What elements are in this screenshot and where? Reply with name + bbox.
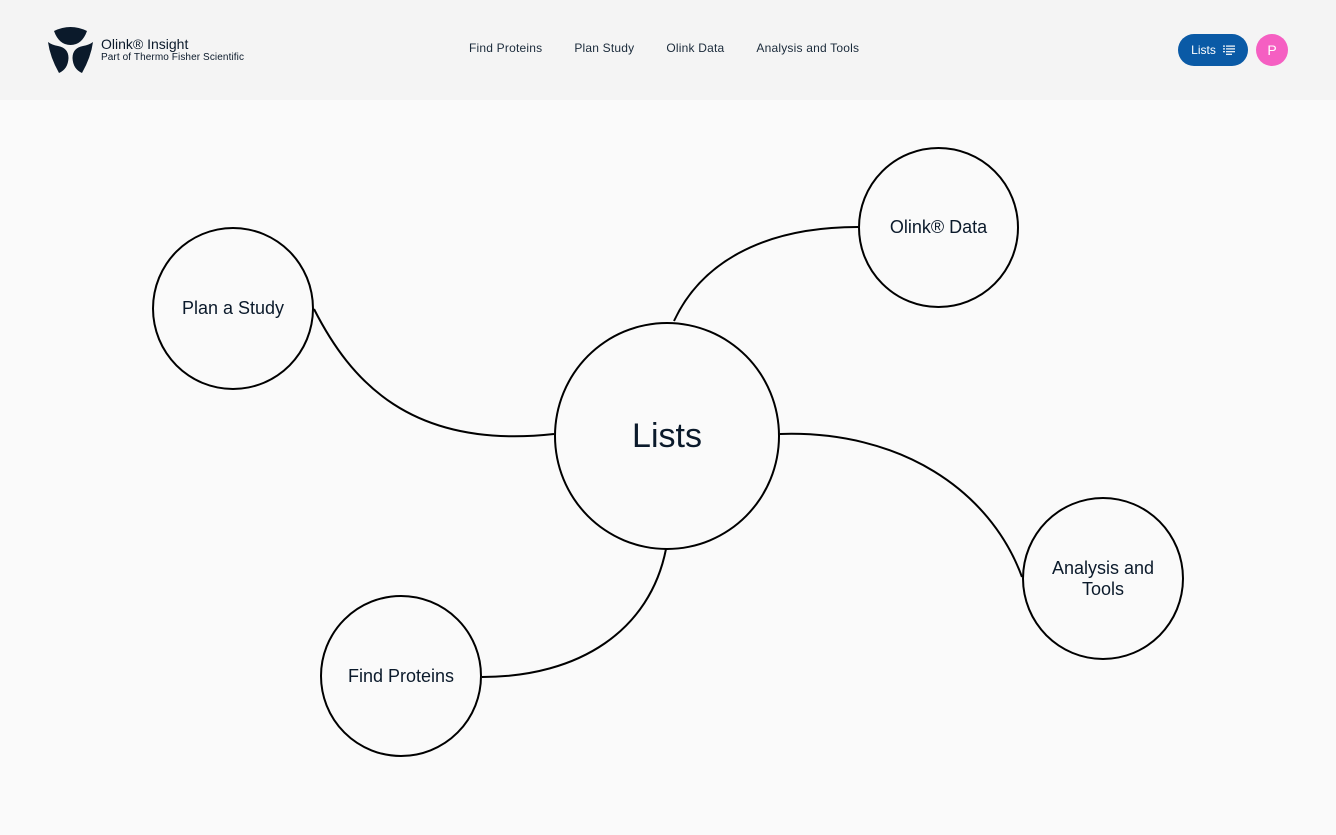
lists-button[interactable]: Lists xyxy=(1178,34,1248,66)
lists-button-label: Lists xyxy=(1191,43,1216,57)
node-find-proteins-label: Find Proteins xyxy=(347,665,455,686)
node-analysis-tools-label: Analysis and Tools xyxy=(1051,557,1155,599)
node-plan-study-label: Plan a Study xyxy=(181,298,285,318)
connector-find-proteins xyxy=(481,548,667,678)
top-header: Olink® Insight Part of Thermo Fisher Sci… xyxy=(0,0,1336,100)
node-find-proteins[interactable]: Find Proteins xyxy=(320,595,482,757)
connector-analysis-tools xyxy=(779,432,1023,578)
node-lists[interactable]: Lists xyxy=(554,322,780,550)
brand-title: Olink® Insight xyxy=(101,36,189,53)
nav-find-proteins[interactable]: Find Proteins xyxy=(469,41,543,55)
olink-logo-icon xyxy=(48,27,93,73)
main-nav: Find Proteins Plan Study Olink Data Anal… xyxy=(469,41,891,55)
node-lists-label: Lists xyxy=(632,416,702,455)
node-olink-data-label: Olink® Data xyxy=(889,217,988,237)
node-analysis-tools[interactable]: Analysis and Tools xyxy=(1022,497,1184,660)
brand-subtitle: Part of Thermo Fisher Scientific xyxy=(101,52,245,64)
nav-olink-data[interactable]: Olink Data xyxy=(666,41,725,55)
node-olink-data[interactable]: Olink® Data xyxy=(858,147,1019,308)
connector-olink-data xyxy=(673,226,859,322)
connector-plan-study xyxy=(313,308,555,438)
node-plan-study[interactable]: Plan a Study xyxy=(152,227,314,390)
nav-plan-study[interactable]: Plan Study xyxy=(574,41,635,55)
avatar-initial: P xyxy=(1267,42,1277,58)
nav-analysis-tools[interactable]: Analysis and Tools xyxy=(756,41,860,55)
brand-logo[interactable]: Olink® Insight Part of Thermo Fisher Sci… xyxy=(48,27,244,73)
list-icon xyxy=(1222,45,1235,55)
user-avatar[interactable]: P xyxy=(1256,34,1288,66)
